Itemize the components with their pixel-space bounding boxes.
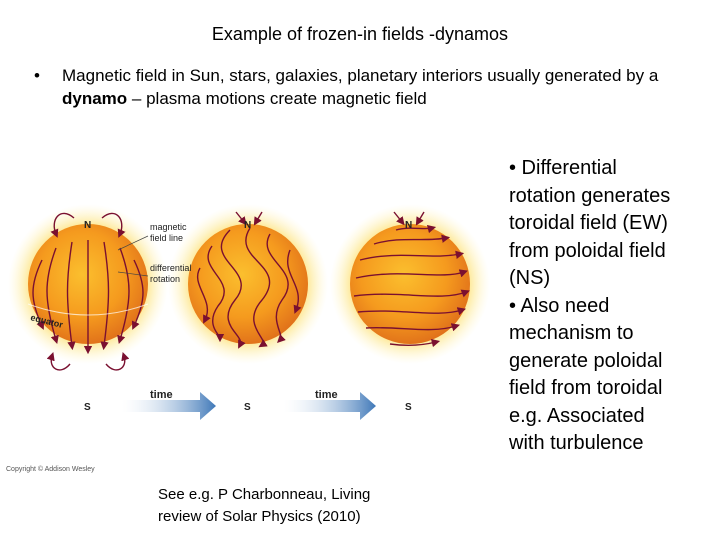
time-label-1: time (150, 389, 173, 401)
magnetic-field-line-label-2: field line (150, 233, 183, 243)
differential-rotation-label-1: differential (150, 263, 191, 273)
copyright-label: Copyright © Addison Wesley (6, 465, 95, 473)
south-label-1: S (84, 402, 91, 413)
differential-rotation-label-2: rotation (150, 274, 180, 284)
bullet-text-pre: Magnetic field in Sun, stars, galaxies, … (62, 66, 659, 85)
south-label-3: S (405, 402, 412, 413)
time-label-2: time (315, 389, 338, 401)
sun-stage-1 (8, 204, 168, 371)
side-explanation: • Differential rotation generates toroid… (509, 155, 704, 458)
side-text-line: field from toroidal (509, 377, 663, 399)
side-text-line: toroidal field (EW) (509, 212, 668, 234)
side-text-line: mechanism to (509, 322, 634, 344)
reference-line: See e.g. P Charbonneau, Living (158, 486, 371, 503)
north-label-2: N (244, 220, 251, 231)
side-text-line: • Differential (509, 157, 617, 179)
bullet-marker: • (34, 66, 40, 85)
south-label-2: S (244, 402, 251, 413)
side-text-line: rotation generates (509, 184, 671, 207)
north-label-3: N (405, 220, 412, 231)
reference-citation: See e.g. P Charbonneau, Living review of… (158, 484, 458, 528)
side-text-line: with turbulence (509, 432, 644, 454)
magnetic-field-line-label-1: magnetic (150, 222, 187, 232)
side-text-line: • Also need (509, 294, 610, 317)
side-text-line: generate poloidal (509, 349, 663, 372)
side-text-line: from poloidal field (509, 239, 666, 262)
north-label-1: N (84, 220, 91, 231)
bullet-text-bold: dynamo (62, 89, 128, 108)
sun-stage-2 (168, 204, 328, 364)
dynamo-diagram: N N N S S S time time magnetic field lin… (6, 204, 490, 473)
sun-stage-3 (330, 204, 490, 364)
reference-line: review of Solar Physics (2010) (158, 508, 361, 525)
slide-title: Example of frozen-in fields -dynamos (211, 24, 509, 44)
time-arrow-1 (122, 392, 216, 420)
bullet-text-post: – plasma motions create magnetic field (127, 89, 427, 108)
side-text-line: e.g. Associated (509, 404, 645, 427)
side-text-line: (NS) (509, 267, 551, 289)
time-arrow-2 (284, 392, 376, 420)
bullet-text: Magnetic field in Sun, stars, galaxies, … (62, 64, 702, 110)
